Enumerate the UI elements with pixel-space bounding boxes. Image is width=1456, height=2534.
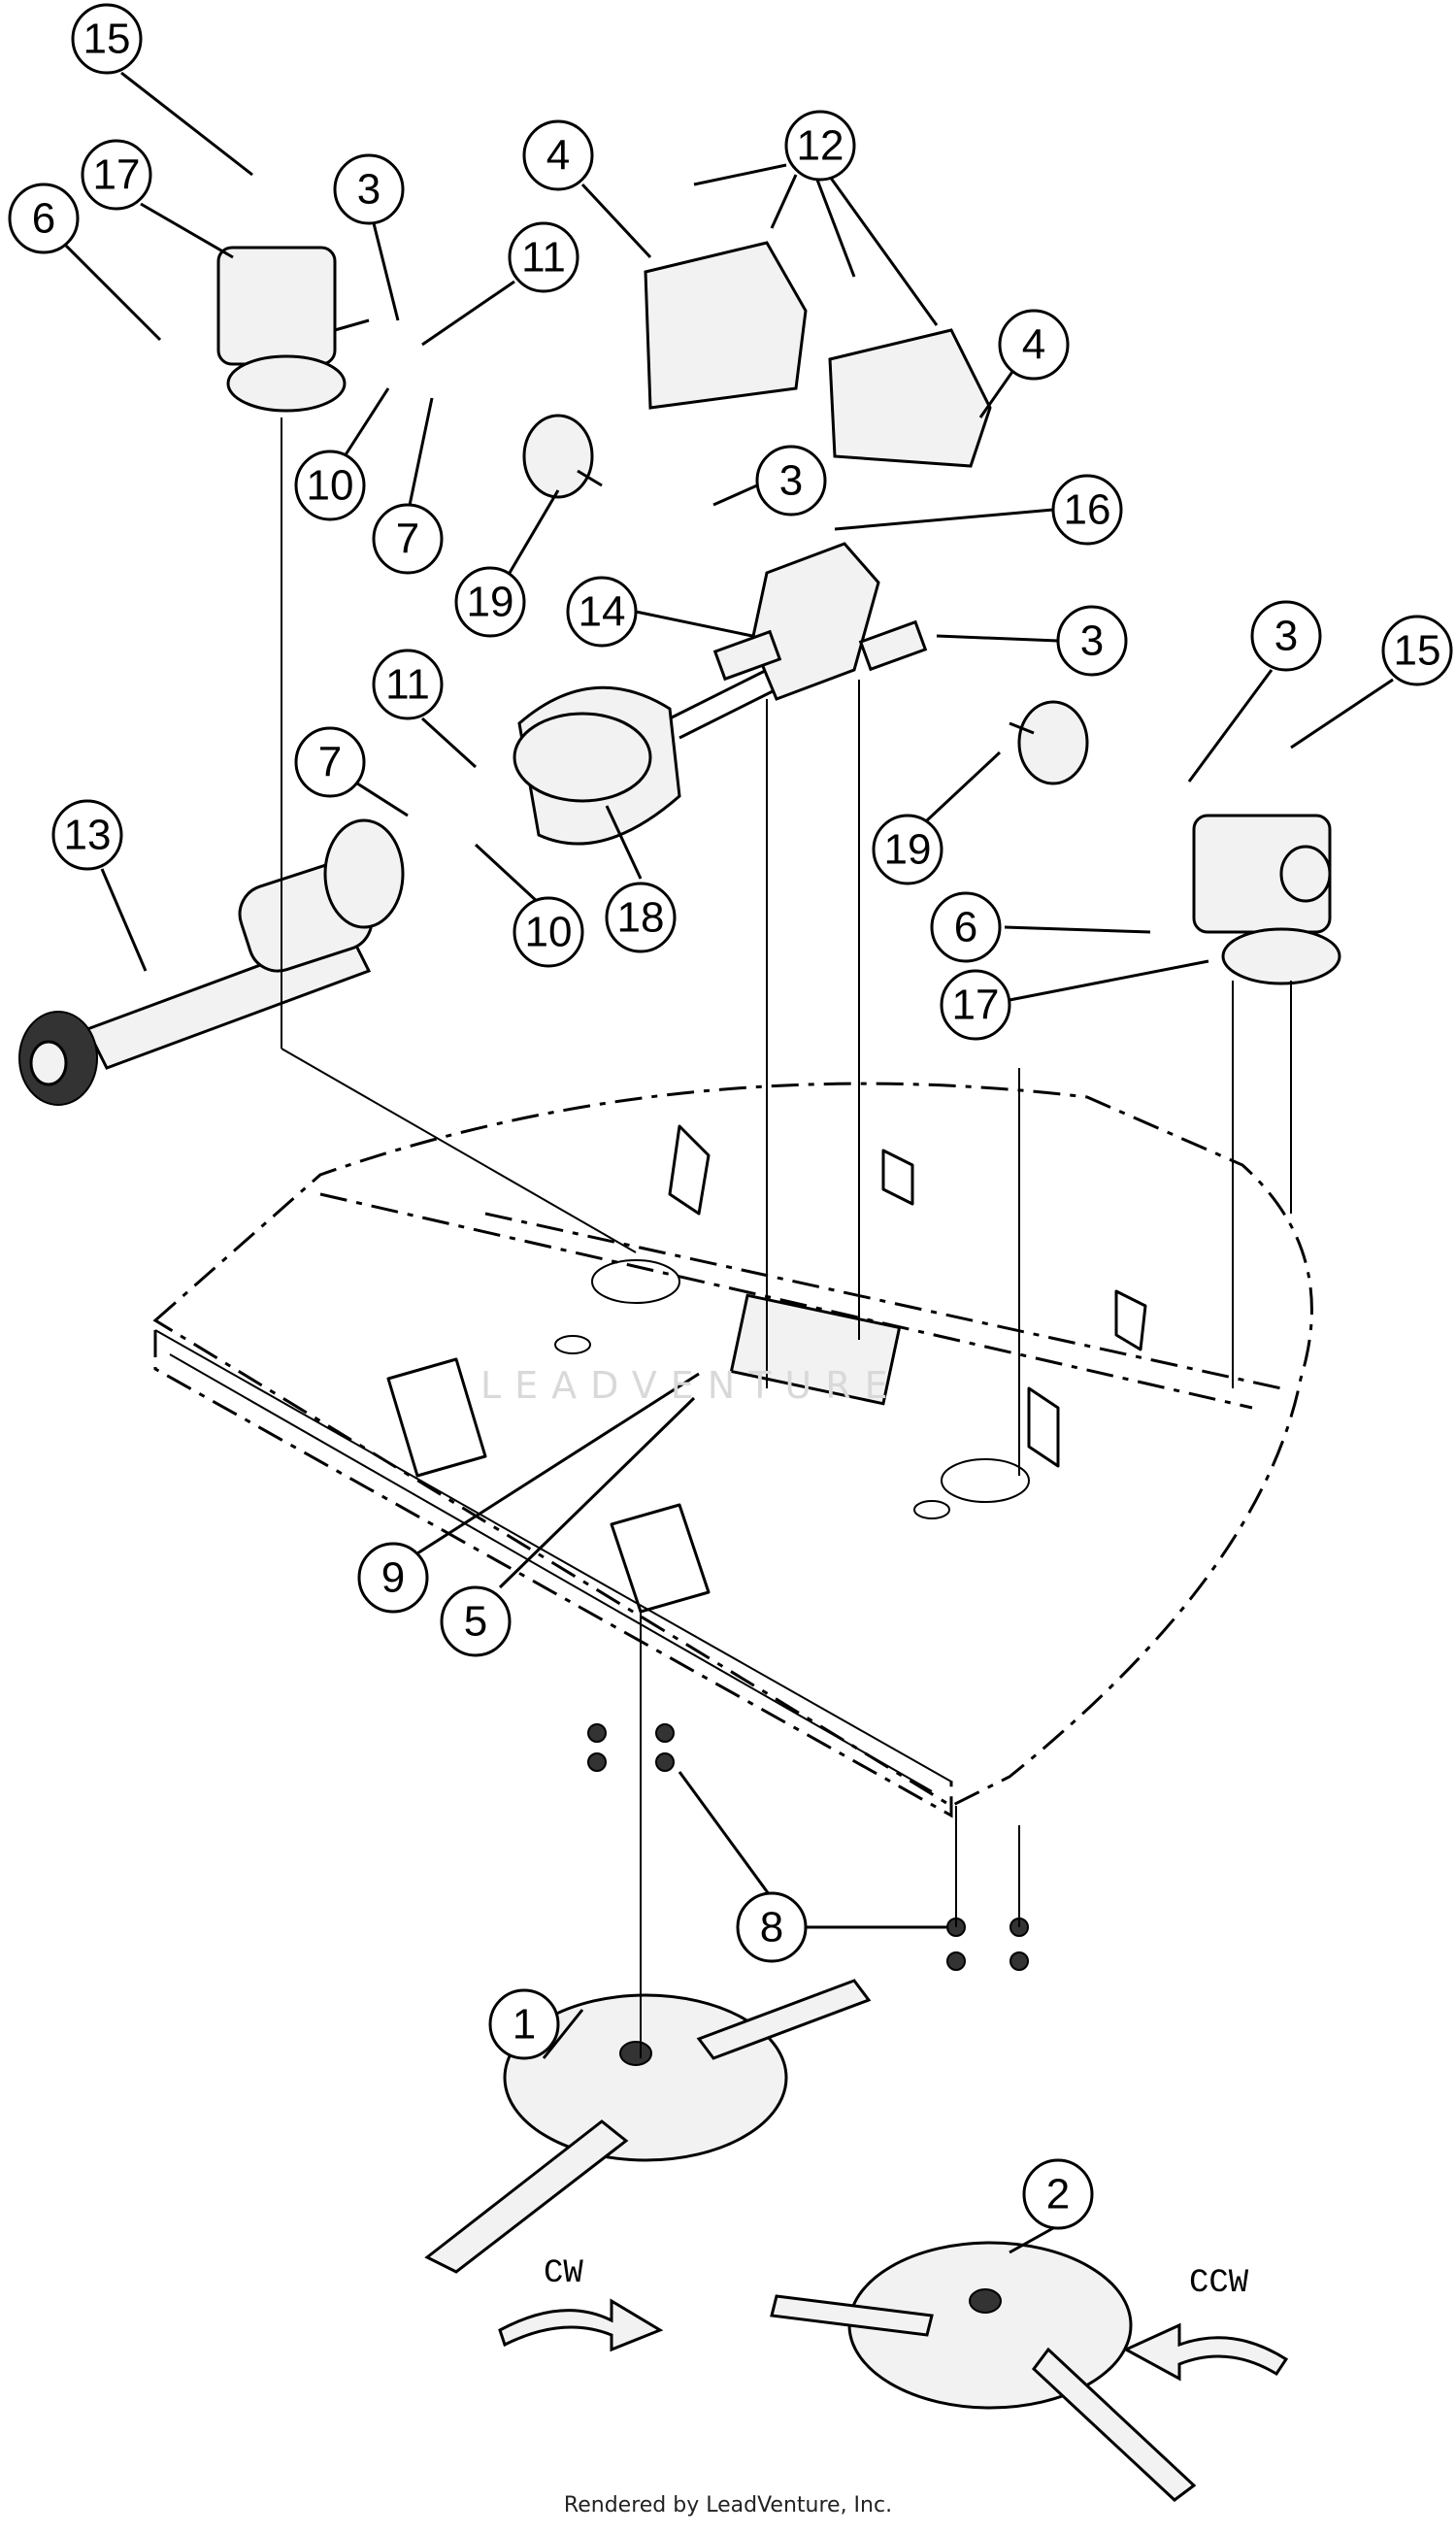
svg-text:5: 5 [464, 1598, 487, 1646]
callout-17: 17 [81, 139, 152, 211]
svg-text:2: 2 [1046, 2171, 1070, 2218]
svg-text:4: 4 [1022, 321, 1045, 369]
svg-text:11: 11 [521, 234, 566, 282]
callout-17-right: 17 [940, 969, 1011, 1041]
callout-1: 1 [488, 1988, 560, 2060]
svg-text:11: 11 [385, 661, 430, 709]
callout-2: 2 [1022, 2158, 1094, 2230]
callout-19-left: 19 [454, 566, 526, 638]
svg-text:16: 16 [1064, 486, 1111, 534]
center-gearbox [712, 542, 928, 701]
callout-16: 16 [1051, 474, 1123, 546]
svg-text:15: 15 [83, 16, 131, 63]
callout-13: 13 [51, 799, 123, 871]
driveline-shield [513, 668, 778, 846]
callout-9: 9 [357, 1542, 429, 1614]
callout-19-right: 19 [872, 814, 943, 885]
watermark: LEADVENTURE [480, 1364, 902, 1407]
callout-3-mid: 3 [755, 445, 827, 517]
svg-text:14: 14 [579, 588, 626, 636]
mower-deck [152, 1082, 1313, 1818]
callout-10-mid: 10 [513, 896, 584, 968]
callout-15: 15 [71, 3, 143, 75]
callout-11-mid: 11 [372, 649, 444, 720]
svg-text:3: 3 [779, 457, 803, 505]
pto-driveline [18, 818, 405, 1106]
callout-6-right: 6 [930, 891, 1002, 963]
callout-8: 8 [736, 1891, 808, 1963]
svg-text:1: 1 [513, 2001, 536, 2049]
callout-4-right: 4 [998, 309, 1070, 381]
ccw-arrow [1122, 2322, 1289, 2382]
svg-text:3: 3 [1274, 613, 1298, 660]
cw-blade-assembly [424, 1979, 872, 2274]
svg-text:9: 9 [381, 1554, 405, 1602]
callout-3-right-mid: 3 [1056, 605, 1128, 677]
callout-4-top: 4 [522, 119, 594, 191]
cw-label: CW [544, 2255, 583, 2292]
svg-text:10: 10 [307, 462, 354, 510]
nuts [587, 1723, 1029, 1971]
callout-7-top: 7 [372, 503, 444, 575]
ccw-blade-assembly [770, 2241, 1197, 2502]
callout-7-mid: 7 [294, 726, 366, 798]
footer-credit: Rendered by LeadVenture, Inc. [563, 2493, 893, 2517]
svg-text:17: 17 [93, 151, 141, 199]
svg-text:6: 6 [954, 904, 977, 951]
callout-5: 5 [440, 1585, 512, 1657]
callout-18: 18 [605, 882, 677, 953]
svg-text:19: 19 [884, 826, 932, 874]
callouts: 15 17 6 3 11 10 7 4 12 4 19 3 [8, 3, 1453, 2254]
callout-11-top: 11 [508, 221, 579, 293]
gearbox-shields [644, 241, 992, 468]
callout-6: 6 [8, 183, 80, 254]
svg-text:3: 3 [1080, 617, 1104, 665]
svg-text:12: 12 [797, 122, 844, 170]
callout-10-top: 10 [294, 450, 366, 521]
callout-12: 12 [784, 110, 856, 182]
svg-text:13: 13 [64, 812, 112, 859]
svg-text:3: 3 [357, 166, 381, 214]
svg-text:10: 10 [525, 909, 573, 956]
callout-3-right: 3 [1250, 600, 1322, 672]
svg-text:19: 19 [467, 579, 514, 626]
callout-3-top: 3 [333, 153, 405, 225]
left-gearbox [216, 246, 370, 413]
svg-text:6: 6 [32, 195, 55, 243]
svg-text:18: 18 [617, 894, 665, 942]
svg-text:7: 7 [318, 739, 342, 786]
svg-text:4: 4 [546, 132, 570, 180]
couplers [522, 414, 1089, 785]
callout-15-right: 15 [1381, 615, 1453, 686]
right-gearbox [1192, 814, 1341, 985]
ccw-label: CCW [1189, 2265, 1249, 2302]
svg-text:8: 8 [760, 1904, 783, 1951]
svg-text:15: 15 [1394, 627, 1441, 675]
assembly-lines [281, 417, 1292, 2058]
cw-arrow [498, 2298, 664, 2352]
svg-text:7: 7 [396, 516, 419, 563]
svg-text:17: 17 [952, 982, 1000, 1029]
callout-14: 14 [566, 576, 638, 648]
